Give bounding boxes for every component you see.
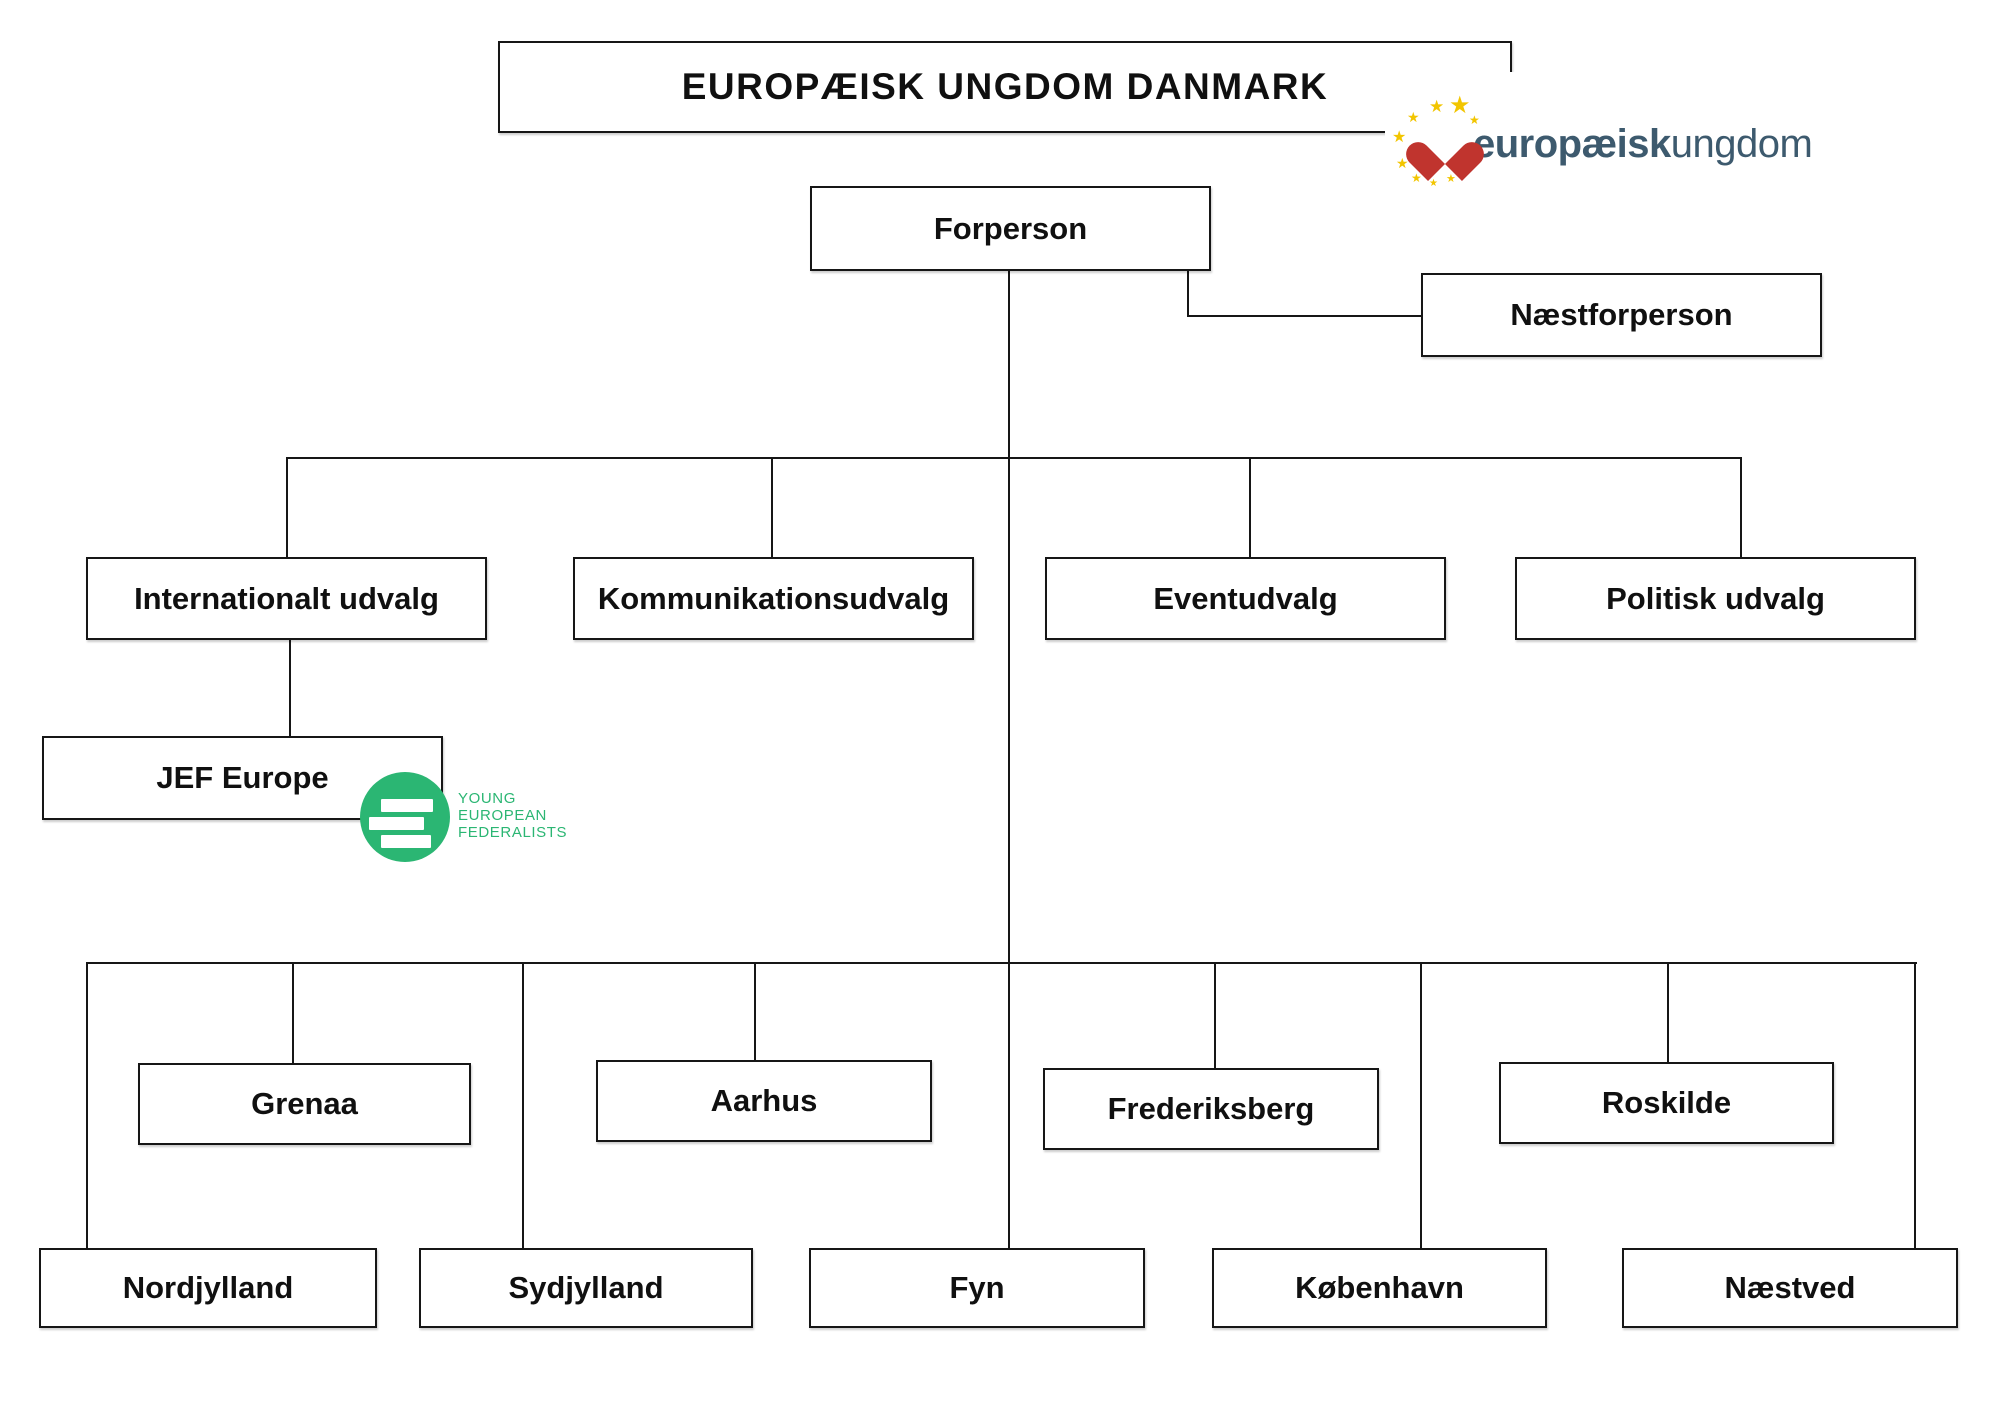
connector-drop-internationalt [286, 457, 288, 557]
node-label: Frederiksberg [1107, 1091, 1315, 1126]
node-naestforperson: Næstforperson [1421, 273, 1822, 357]
node-kommunikationsudvalg: Kommunikationsudvalg [573, 557, 974, 640]
connector-drop-koebenhavn [1420, 962, 1422, 1248]
node-jef-europe: JEF Europe [42, 736, 443, 820]
jef-logo-bar [369, 817, 424, 830]
node-label: Næstforperson [1510, 297, 1733, 332]
node-naestved: Næstved [1622, 1248, 1958, 1328]
node-nordjylland: Nordjylland [39, 1248, 377, 1328]
node-label: Aarhus [710, 1083, 818, 1118]
node-label: Internationalt udvalg [134, 580, 439, 616]
node-label: Eventudvalg [1153, 580, 1338, 616]
node-roskilde: Roskilde [1499, 1062, 1834, 1144]
node-label: Forperson [933, 210, 1088, 246]
node-politisk-udvalg: Politisk udvalg [1515, 557, 1916, 640]
connector-drop-jef [289, 640, 291, 736]
node-label: Politisk udvalg [1606, 580, 1825, 616]
jef-logo-line: EUROPEAN [458, 807, 547, 824]
connector-drop-roskilde [1667, 962, 1669, 1062]
node-label: Nordjylland [122, 1270, 294, 1305]
connector-drop-politisk [1740, 457, 1742, 557]
connector-drop-kommunikation [771, 457, 773, 557]
node-label: Sydjylland [508, 1270, 664, 1305]
node-internationalt-udvalg: Internationalt udvalg [86, 557, 487, 640]
node-label: JEF Europe [156, 760, 329, 795]
chart-title-box: EUROPÆISK UNGDOM DANMARK [498, 41, 1512, 133]
connector-chapters-horizontal [86, 962, 1917, 964]
jef-logo-bar [381, 799, 433, 812]
connector-drop-naestved [1914, 962, 1916, 1248]
eu-star-icon [1392, 130, 1406, 146]
connector-committees-horizontal [286, 457, 1742, 459]
node-forperson: Forperson [810, 186, 1211, 271]
chart-title: EUROPÆISK UNGDOM DANMARK [681, 66, 1329, 107]
node-label: Næstved [1724, 1270, 1856, 1305]
node-sydjylland: Sydjylland [419, 1248, 753, 1328]
connector-drop-nordjylland [86, 962, 88, 1248]
connector-drop-frederiksberg [1214, 962, 1216, 1068]
node-label: Roskilde [1601, 1085, 1732, 1120]
eu-star-icon [1407, 110, 1420, 124]
eu-logo-wordmark: europæiskungdom [1473, 122, 1813, 166]
node-label: Fyn [949, 1270, 1005, 1305]
europaeisk-ungdom-logo: europæiskungdom [1385, 72, 1813, 189]
connector-drop-grenaa [292, 962, 294, 1063]
jef-logo-wordmark: YOUNG EUROPEAN FEDERALISTS [458, 790, 567, 841]
jef-logo-line: YOUNG [458, 790, 517, 807]
connector-drop-aarhus [754, 962, 756, 1060]
node-koebenhavn: København [1212, 1248, 1547, 1328]
node-label: København [1295, 1270, 1464, 1305]
eu-star-icon [1446, 174, 1456, 185]
node-fyn: Fyn [809, 1248, 1145, 1328]
jef-logo-icon [360, 772, 450, 862]
node-frederiksberg: Frederiksberg [1043, 1068, 1379, 1150]
node-grenaa: Grenaa [138, 1063, 471, 1145]
connector-drop-sydjylland [522, 962, 524, 1248]
connector-deputy-horizontal [1187, 315, 1423, 317]
node-eventudvalg: Eventudvalg [1045, 557, 1446, 640]
eu-star-icon [1429, 179, 1438, 189]
eu-star-icon [1429, 98, 1444, 115]
node-aarhus: Aarhus [596, 1060, 932, 1142]
connector-trunk [1008, 271, 1010, 1248]
node-label: Grenaa [251, 1086, 358, 1121]
jef-logo-line: FEDERALISTS [458, 824, 568, 841]
node-label: Kommunikationsudvalg [597, 580, 950, 616]
connector-deputy-vertical [1187, 271, 1189, 317]
eu-logo-word-regular: ungdom [1670, 122, 1813, 166]
eu-star-icon [1449, 94, 1471, 118]
jef-logo-bar [381, 835, 431, 848]
heart-icon [1421, 126, 1469, 164]
connector-drop-event [1249, 457, 1251, 557]
eu-logo-word-bold: europæisk [1473, 122, 1671, 166]
